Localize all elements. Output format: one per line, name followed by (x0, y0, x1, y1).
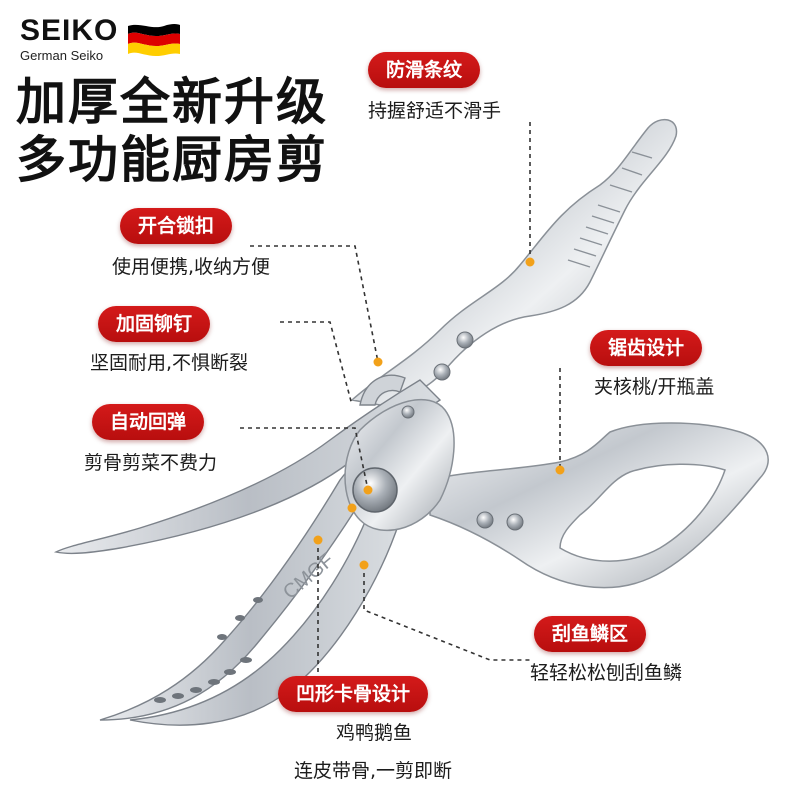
callout-serrated-label: 锯齿设计 (590, 330, 703, 366)
callout-scale-label: 刮鱼鳞区 (534, 616, 647, 652)
brand-block: SEIKO German Seiko (20, 14, 119, 64)
leader-lines (240, 122, 561, 688)
lock-clip-shape (359, 374, 406, 406)
callout-notch-desc-2: 连皮带骨,一剪即断 (294, 760, 453, 782)
callout-anti-slip-desc: 持握舒适不滑手 (368, 100, 502, 122)
anti-slip-ridges (567, 151, 653, 268)
callout-rebound-desc: 剪骨剪菜不费力 (84, 452, 218, 474)
german-flag-icon (128, 24, 180, 56)
upper-handle (350, 118, 678, 406)
callout-rivet-desc: 坚固耐用,不惧断裂 (90, 352, 249, 374)
pivot-bolt (352, 467, 398, 513)
brand-subtitle: German Seiko (20, 48, 104, 63)
callout-rivet-label: 加固铆钉 (98, 306, 211, 342)
callout-lock-desc: 使用便携,收纳方便 (112, 256, 271, 278)
blade-holes (154, 597, 263, 703)
lower-blade (99, 458, 401, 726)
callout-notch-desc-1: 鸡鸭鹅鱼 (336, 722, 413, 744)
feature-markers (313, 257, 565, 570)
lower-handle (429, 422, 769, 589)
callout-rebound-label: 自动回弹 (92, 404, 205, 440)
callout-scale-desc: 轻轻松松刨刮鱼鳞 (530, 662, 683, 684)
callout-lock-label: 开合锁扣 (120, 208, 233, 244)
headline-line-1: 加厚全新升级 (16, 73, 328, 131)
handle-rivets (401, 331, 524, 531)
brand-name: SEIKO (20, 14, 119, 47)
callout-serrated-desc: 夹核桃/开瓶盖 (594, 376, 715, 398)
headline-line-2: 多功能厨房剪 (16, 131, 328, 189)
callout-notch-label: 凹形卡骨设计 (278, 676, 429, 712)
callout-anti-slip-label: 防滑条纹 (368, 52, 481, 88)
